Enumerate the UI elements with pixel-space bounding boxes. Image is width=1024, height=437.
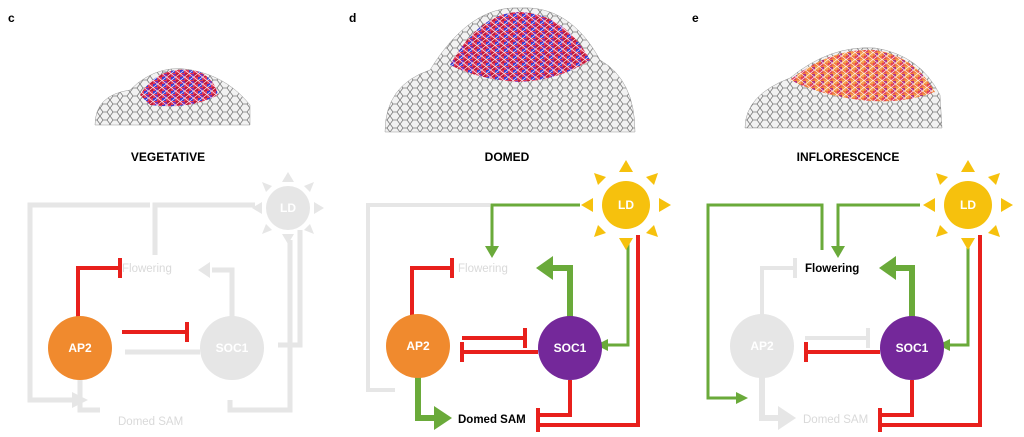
- sun-label: LD: [280, 201, 296, 215]
- panel-letter: e: [692, 11, 699, 25]
- sun-icon: [252, 172, 324, 244]
- meristem-image: [94, 68, 251, 126]
- repression-edges: [76, 258, 189, 342]
- panel-c: c VEGETATIVE Flowering Domed SAM: [8, 11, 324, 428]
- meristem-image: [744, 47, 943, 129]
- flowering-label: Flowering: [458, 263, 508, 275]
- repression-edges: [410, 235, 640, 432]
- inactive-connections: [366, 203, 490, 392]
- soc1-node: [880, 316, 944, 380]
- sun-icon: [923, 160, 1013, 250]
- ap2-node: [48, 316, 112, 380]
- ap2-label: AP2: [406, 339, 430, 353]
- flowering-label: Flowering: [805, 263, 859, 275]
- soc1-label: SOC1: [554, 341, 587, 355]
- panel-d: d DOMED: [349, 7, 671, 432]
- panel-e: e INFLORESCENCE: [692, 11, 1013, 432]
- panel-letter: d: [349, 11, 356, 25]
- soc1-node: [200, 316, 264, 380]
- activation-edges: [415, 203, 630, 421]
- panel-letter: c: [8, 11, 15, 25]
- sun-label: LD: [618, 198, 634, 212]
- repression-edges: [804, 235, 982, 432]
- ap2-node: [730, 314, 794, 378]
- ap2-label: AP2: [750, 339, 774, 353]
- soc1-label: SOC1: [216, 341, 249, 355]
- ap2-label: AP2: [68, 341, 92, 355]
- sun-icon: [581, 160, 671, 250]
- inactive-connections: [760, 258, 870, 348]
- domed-sam-label: Domed SAM: [118, 416, 183, 428]
- stage-title: INFLORESCENCE: [797, 150, 900, 164]
- soc1-label: SOC1: [896, 341, 929, 355]
- stage-title: DOMED: [485, 150, 530, 164]
- soc1-node: [538, 316, 602, 380]
- sun-label: LD: [960, 198, 976, 212]
- activation-edges: [706, 203, 970, 400]
- domed-sam-label: Domed SAM: [458, 414, 526, 426]
- stage-title: VEGETATIVE: [131, 150, 205, 164]
- inactive-growth-arrow: [759, 372, 780, 421]
- domed-sam-label: Domed SAM: [803, 414, 868, 426]
- inactive-connections: [27, 202, 303, 413]
- ap2-node: [386, 314, 450, 378]
- meristem-image: [384, 7, 636, 133]
- flowering-label: Flowering: [122, 263, 172, 275]
